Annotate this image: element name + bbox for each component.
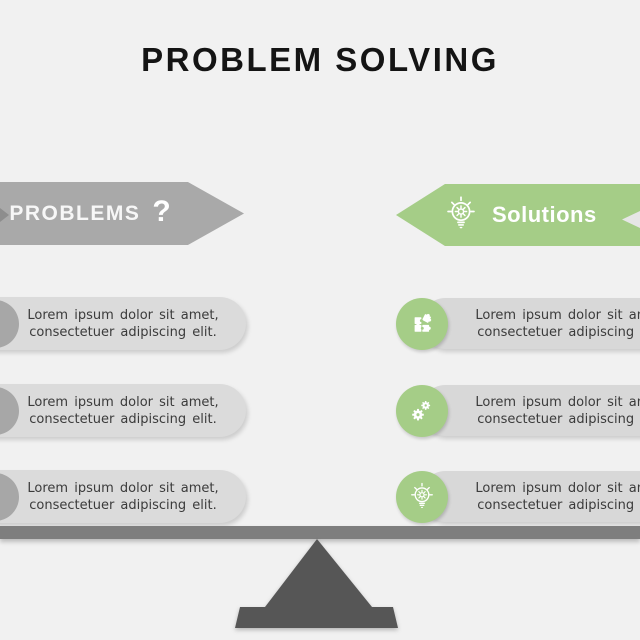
solution-row: Lorem ipsum dolor sit amet,consectetuer …: [396, 470, 640, 524]
solution-row: Lorem ipsum dolor sit amet,consectetuer …: [396, 297, 640, 351]
problem-pill: [0, 297, 246, 350]
problem-pill: [0, 384, 246, 437]
puzzle-icon: [396, 298, 448, 350]
left-edge-arrow-tip-icon: [0, 208, 9, 222]
solutions-banner: Solutions: [396, 184, 640, 246]
problem-circle-icon: [0, 387, 19, 435]
problems-banner-label: PROBLEMS: [9, 201, 141, 225]
gears-icon: [396, 385, 448, 437]
solution-row: Lorem ipsum dolor sit amet,consectetuer …: [396, 384, 640, 438]
solution-bar: [420, 298, 640, 349]
problem-text: Lorem ipsum dolor sit amet,consectetuer …: [27, 395, 219, 427]
problem-row: Lorem ipsum dolor sit amet,consectetuer …: [0, 470, 246, 524]
problem-pill: [0, 470, 246, 523]
lightbulb-gear-icon: [396, 471, 448, 523]
problem-text: Lorem ipsum dolor sit amet,consectetuer …: [27, 308, 219, 340]
problems-banner: PROBLEMS ?: [0, 182, 244, 245]
problem-circle-icon: [0, 300, 19, 348]
solution-bar: [420, 471, 640, 522]
question-mark-icon: ?: [152, 195, 171, 228]
solution-bar: [420, 385, 640, 436]
seesaw-beam: [0, 526, 640, 539]
fulcrum-triangle: [235, 539, 398, 628]
lightbulb-gear-icon: [442, 194, 480, 236]
problem-circle-icon: [0, 473, 19, 521]
solution-text: Lorem ipsum dolor sit amet,consectetuer …: [475, 308, 640, 340]
page-title: PROBLEM SOLVING: [141, 41, 499, 78]
solution-text: Lorem ipsum dolor sit amet,consectetuer …: [475, 395, 640, 427]
problem-row: Lorem ipsum dolor sit amet,consectetuer …: [0, 297, 246, 351]
problem-row: Lorem ipsum dolor sit amet,consectetuer …: [0, 384, 246, 438]
solution-text: Lorem ipsum dolor sit amet,consectetuer …: [475, 481, 640, 513]
solutions-banner-label: Solutions: [492, 202, 597, 227]
problem-text: Lorem ipsum dolor sit amet,consectetuer …: [27, 481, 219, 513]
